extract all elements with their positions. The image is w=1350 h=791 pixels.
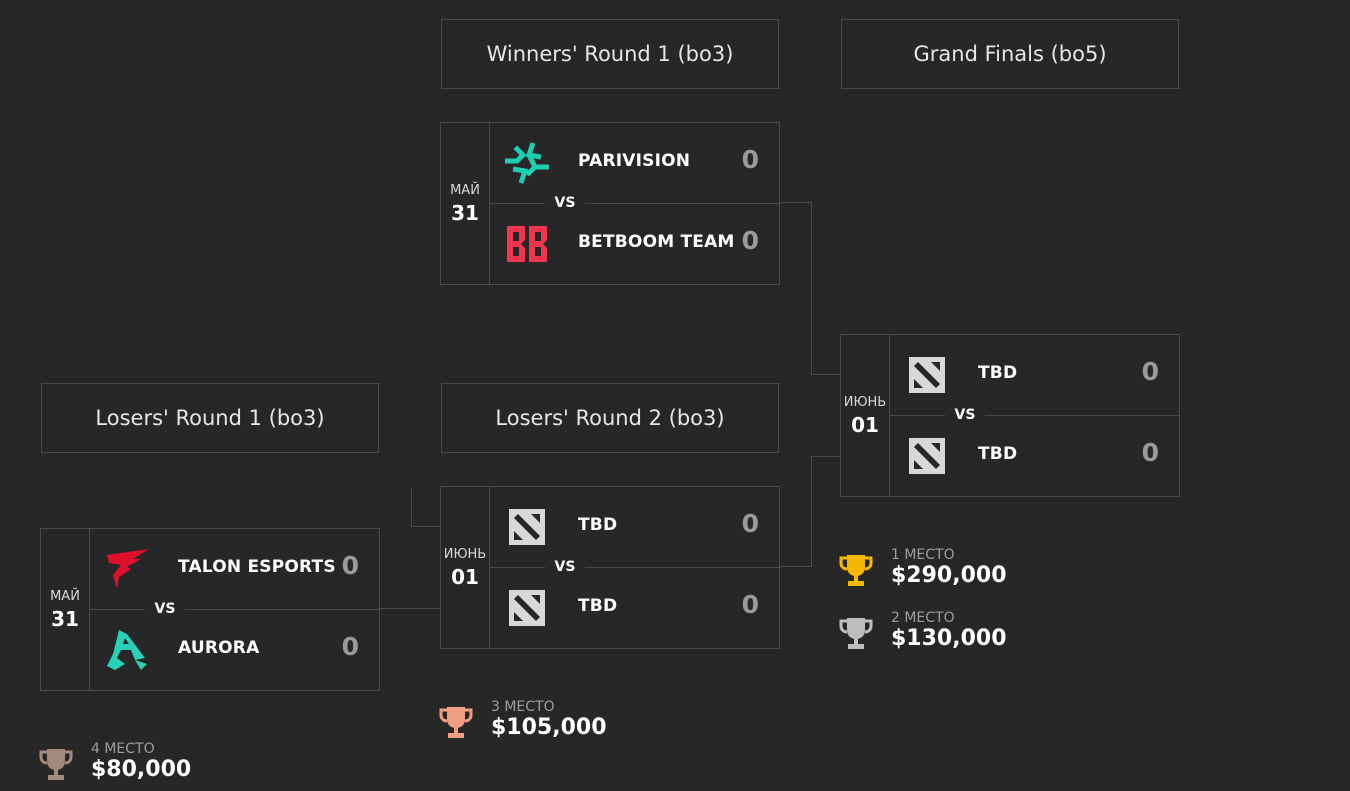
team-name: TBD [978,444,1018,464]
team-score: 0 [741,590,759,619]
connector [811,456,812,567]
match-date: МАЙ 31 [441,123,490,284]
team-row[interactable]: TBD 0 [889,416,1179,496]
match-day: 31 [51,606,79,631]
connector [780,202,812,203]
match-month: ИЮНЬ [443,546,487,562]
team-row[interactable]: BETBOOM TEAM 0 [489,204,779,284]
vs-label: VS [145,599,185,619]
team-score: 0 [741,145,759,174]
prize-place: 2 МЕСТО [891,610,955,626]
team-score: 0 [341,551,359,580]
vs-divider [89,609,379,610]
vs-divider [889,415,1179,416]
talon-logo-icon [107,549,149,589]
vs-divider [489,567,779,568]
connector [811,374,841,375]
team-score: 0 [1141,357,1159,386]
connector [411,526,441,527]
round-header-losers-r2: Losers' Round 2 (bo3) [441,383,779,453]
dota-logo-icon [509,590,545,626]
prize-place: 1 МЕСТО [891,547,955,563]
match-day: 01 [451,564,479,589]
prize-amount: $80,000 [91,757,192,782]
prize-first-place: 1 МЕСТО $290,000 [839,547,1039,597]
vs-label: VS [545,193,585,213]
team-name: BETBOOM TEAM [578,232,735,252]
team-row[interactable]: PARIVISION 0 [489,123,779,203]
match-day: 01 [851,412,879,437]
round-header-losers-r1: Losers' Round 1 (bo3) [41,383,379,453]
trophy-bronze-icon [439,707,473,738]
match-month: МАЙ [50,588,80,604]
team-name: TBD [978,363,1018,383]
match-day: 31 [451,200,479,225]
match-date: ИЮНЬ 01 [441,487,490,648]
connector [411,488,412,527]
match-date: ИЮНЬ 01 [841,335,890,496]
team-name: TBD [578,515,618,535]
team-name: AURORA [178,638,260,658]
betboom-logo-icon [507,226,547,262]
connector [380,608,441,609]
team-score: 0 [741,226,759,255]
team-score: 0 [341,632,359,661]
trophy-fourth-icon [39,749,73,780]
round-header-winners-r1: Winners' Round 1 (bo3) [441,19,779,89]
match-losers-r2[interactable]: ИЮНЬ 01 TBD 0 VS TBD 0 [440,486,780,649]
prize-amount: $105,000 [491,715,607,740]
match-losers-r1[interactable]: МАЙ 31 TALON ESPORTS 0 VS AURORA 0 [40,528,380,691]
dota-logo-icon [909,438,945,474]
parivision-logo-icon [505,142,549,184]
connector [811,456,841,457]
match-month: МАЙ [450,182,480,198]
team-row[interactable]: TBD 0 [489,487,779,567]
trophy-gold-icon [839,555,873,586]
prize-amount: $130,000 [891,626,1007,651]
vs-label: VS [545,557,585,577]
match-month: ИЮНЬ [843,394,887,410]
prize-third-place: 3 МЕСТО $105,000 [439,699,639,749]
trophy-silver-icon [839,618,873,649]
team-score: 0 [741,509,759,538]
match-date: МАЙ 31 [41,529,90,690]
team-row[interactable]: TALON ESPORTS 0 [89,529,379,609]
team-row[interactable]: TBD 0 [489,568,779,648]
team-score: 0 [1141,438,1159,467]
prize-fourth-place: 4 МЕСТО $80,000 [39,741,239,791]
match-grand-finals[interactable]: ИЮНЬ 01 TBD 0 VS TBD 0 [840,334,1180,497]
match-winners-r1[interactable]: МАЙ 31 PARIVISION 0 VS BETBOOM TEAM 0 [440,122,780,285]
connector [780,566,812,567]
team-name: TBD [578,596,618,616]
connector [811,202,812,375]
prize-amount: $290,000 [891,563,1007,588]
team-name: TALON ESPORTS [178,557,336,577]
dota-logo-icon [909,357,945,393]
dota-logo-icon [509,509,545,545]
prize-second-place: 2 МЕСТО $130,000 [839,610,1039,660]
prize-place: 4 МЕСТО [91,741,155,757]
team-name: PARIVISION [578,151,691,171]
team-row[interactable]: AURORA 0 [89,610,379,690]
team-row[interactable]: TBD 0 [889,335,1179,415]
prize-place: 3 МЕСТО [491,699,555,715]
vs-divider [489,203,779,204]
round-header-grand-finals: Grand Finals (bo5) [841,19,1179,89]
aurora-logo-icon [107,630,147,670]
vs-label: VS [945,405,985,425]
